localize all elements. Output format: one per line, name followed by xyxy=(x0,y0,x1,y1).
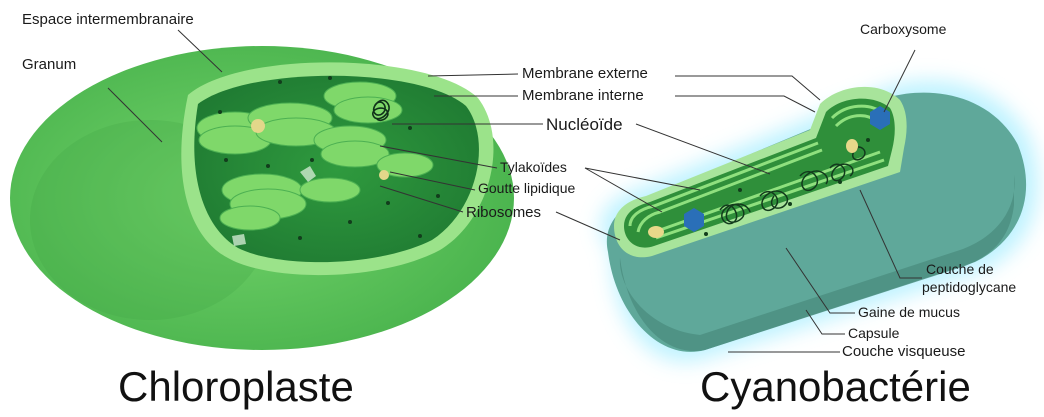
lipid-droplet-2 xyxy=(379,170,389,180)
label-nucleoide: Nucléoïde xyxy=(546,116,623,133)
label-couche-peptidoglycane-2: peptidoglycane xyxy=(922,280,1016,294)
cyano-lipid-1 xyxy=(846,139,858,153)
label-granum: Granum xyxy=(22,57,76,72)
lipid-droplet xyxy=(251,119,265,133)
label-capsule: Capsule xyxy=(848,326,899,340)
label-goutte-lipidique: Goutte lipidique xyxy=(478,181,575,195)
chloroplast-illustration xyxy=(10,46,514,350)
label-tylakoides: Tylakoïdes xyxy=(500,160,567,174)
cyano-lipid-2 xyxy=(648,226,664,238)
title-cyanobacterie: Cyanobactérie xyxy=(700,366,971,408)
label-membrane-interne: Membrane interne xyxy=(522,88,644,103)
label-couche-visqueuse: Couche visqueuse xyxy=(842,344,965,359)
label-espace-intermembranaire: Espace intermembranaire xyxy=(22,12,194,27)
label-gaine-de-mucus: Gaine de mucus xyxy=(858,305,960,319)
label-couche-peptidoglycane-1: Couche de xyxy=(926,262,994,276)
label-ribosomes: Ribosomes xyxy=(466,205,541,220)
label-carboxysome: Carboxysome xyxy=(860,22,946,36)
cyanobacteria-illustration xyxy=(601,81,1038,362)
title-chloroplaste: Chloroplaste xyxy=(118,366,354,408)
label-membrane-externe: Membrane externe xyxy=(522,66,648,81)
